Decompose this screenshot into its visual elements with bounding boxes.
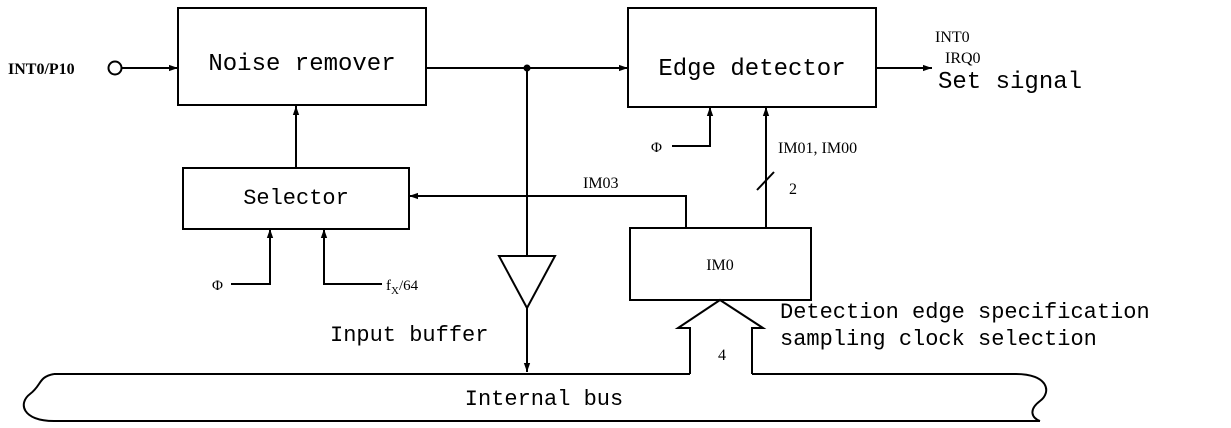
- im03-line: [409, 192, 687, 228]
- edge-detector-title: Edge detector: [658, 56, 845, 83]
- phi-to-edge-line: [672, 107, 714, 147]
- phi-selector-label: Φ: [212, 278, 223, 294]
- im01-im00-label: IM01, IM00: [778, 140, 857, 157]
- phi-to-selector-line: [231, 229, 274, 285]
- selector-title: Selector: [243, 186, 349, 211]
- bus-width-4-label: 4: [718, 347, 726, 364]
- detection-edge-line2: sampling clock selection: [780, 327, 1097, 352]
- internal-bus: [22, 373, 1048, 422]
- int0-output-label: INT0: [935, 29, 970, 46]
- junction-dot: [523, 64, 531, 72]
- bus-to-im0-hollow-arrow: [674, 298, 767, 374]
- int0-terminal-circle: [107, 60, 123, 76]
- im03-label: IM03: [583, 175, 619, 192]
- noise-remover-block: [177, 7, 427, 106]
- phi-edge-label: Φ: [651, 140, 662, 156]
- bus-width-2-label: 2: [789, 181, 797, 198]
- internal-bus-label: Internal bus: [465, 387, 623, 412]
- int0-p10-label: INT0/P10: [8, 61, 75, 78]
- input-buffer-label: Input buffer: [330, 323, 488, 348]
- fx64-label: fX/64: [386, 278, 419, 297]
- set-signal-label: Set signal: [938, 69, 1082, 96]
- irq0-label: IRQ0: [945, 50, 981, 67]
- edge-detector-block: [627, 7, 877, 108]
- input-buffer-triangle: [497, 255, 557, 311]
- detection-edge-line1: Detection edge specification: [780, 300, 1150, 325]
- im0-title: IM0: [706, 257, 734, 274]
- bus-width-slash-2: [756, 171, 775, 191]
- fx64-to-selector-line: [320, 229, 382, 285]
- noise-remover-title: Noise remover: [208, 51, 395, 78]
